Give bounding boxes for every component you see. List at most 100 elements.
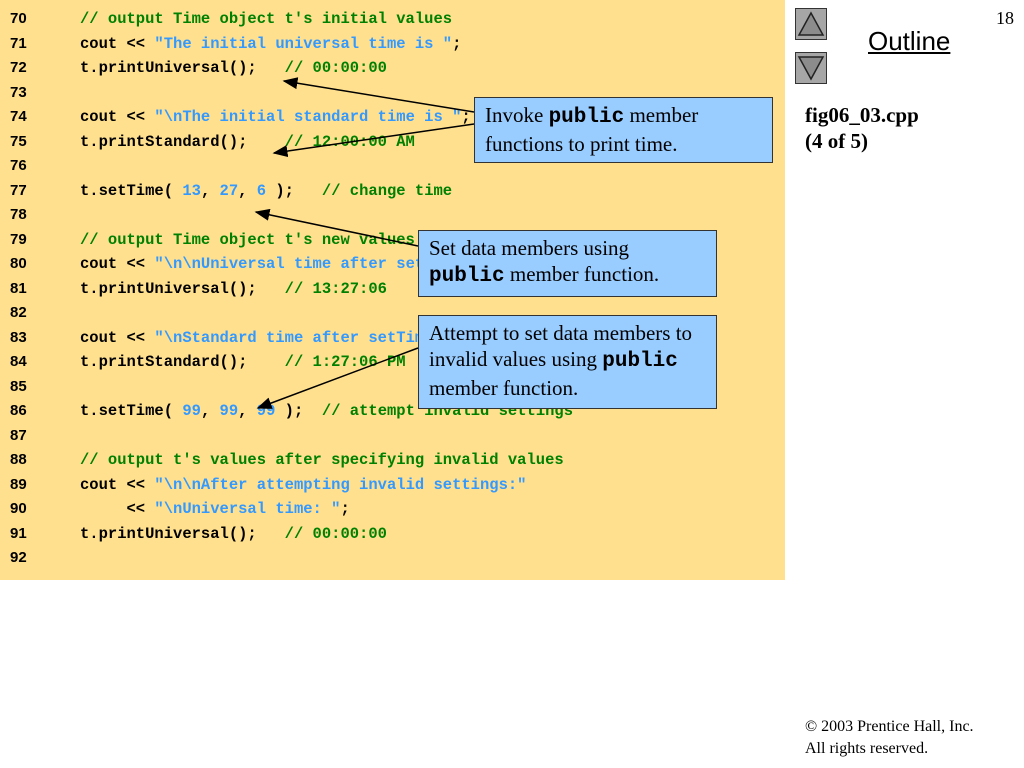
arrow-to-line-72	[282, 77, 475, 113]
code-line: 78	[0, 203, 785, 227]
arrow-to-line-77	[254, 208, 419, 247]
code-comment: // output t's values after specifying in…	[80, 451, 564, 469]
figure-file-name: fig06_03.cpp	[805, 103, 919, 127]
line-number: 90	[10, 500, 27, 517]
figure-caption: fig06_03.cpp (4 of 5)	[805, 102, 919, 154]
triangle-up-icon	[797, 11, 825, 36]
code-token: cout <<	[80, 108, 155, 126]
code-text: t.printStandard(); // 1:27:06 PM	[80, 350, 406, 374]
line-number: 72	[10, 59, 27, 76]
code-token: t.printStandard();	[80, 132, 285, 151]
line-number: 87	[10, 426, 27, 444]
callout-arrows	[254, 77, 475, 409]
code-string: "The initial universal time is "	[154, 34, 453, 53]
code-token: t.setTime(	[80, 181, 183, 200]
code-number: 99	[182, 402, 201, 420]
line-number: 79	[10, 230, 27, 248]
callout-text: member function.	[504, 262, 660, 286]
code-token: t.setTime(	[80, 402, 183, 420]
callout-set-data-members: Set data members using public member fun…	[418, 230, 717, 297]
line-number: 73	[10, 83, 27, 101]
line-number: 76	[10, 157, 27, 174]
code-text: cout << "The initial universal time is "…	[80, 32, 461, 56]
callout-text: Attempt to set data members to invalid v…	[429, 321, 693, 371]
code-token: <<	[80, 500, 155, 518]
code-line: 89 cout << "\n\nAfter attempting invalid …	[0, 473, 785, 497]
code-text: t.printUniversal(); // 13:27:06	[80, 277, 387, 301]
code-line: 72 t.printUniversal(); // 00:00:00	[0, 56, 785, 80]
code-text: // output Time object t's initial values	[80, 7, 452, 31]
copyright-line: © 2003 Prentice Hall, Inc.	[805, 718, 974, 735]
line-number: 80	[10, 255, 27, 272]
callout-keyword: public	[602, 350, 678, 373]
code-line: 88 // output t's values after specifying …	[0, 448, 785, 472]
code-token: ,	[200, 181, 220, 200]
code-comment: // 00:00:00	[284, 524, 387, 543]
line-number: 71	[10, 34, 27, 52]
code-line: 74 cout << "\nThe initial standard time i…	[0, 105, 785, 129]
code-line: 70 // output Time object t's initial valu…	[0, 7, 785, 31]
previous-slide-button[interactable]	[795, 8, 827, 40]
outline-link[interactable]: Outline	[868, 26, 951, 56]
code-comment: // change time	[321, 181, 453, 200]
line-number: 88	[10, 451, 27, 468]
callout-text: member function.	[429, 376, 579, 400]
callout-text: member functions to print time.	[485, 103, 699, 156]
code-text: t.printUniversal(); // 00:00:00	[80, 522, 387, 546]
line-number: 74	[10, 108, 27, 125]
code-line: 75t.printStandard(); // 12:00:00 AM	[0, 130, 785, 154]
code-token: t.printUniversal();	[80, 59, 285, 77]
code-token: t.printStandard();	[80, 353, 285, 371]
code-text: cout << "\nThe initial standard time is …	[80, 105, 471, 129]
line-number: 70	[10, 10, 27, 27]
code-text: // output t's values after specifying in…	[80, 448, 564, 472]
code-text: t.setTime( 13, 27, 6 ); // change time	[80, 179, 452, 203]
code-token: );	[266, 181, 322, 200]
code-line: 82	[0, 301, 785, 325]
code-line: 85	[0, 375, 785, 399]
code-comment: // output Time object t's initial values	[80, 10, 453, 28]
line-number: 83	[10, 328, 27, 346]
code-line: 76	[0, 154, 785, 178]
code-token: ;	[452, 34, 462, 53]
code-line: 90 << "\nUniversal time: ";	[0, 497, 785, 521]
code-line: 87	[0, 424, 785, 448]
arrow-to-line-86	[256, 347, 419, 409]
code-token: t.printUniversal();	[80, 524, 285, 543]
code-token: ,	[238, 402, 257, 420]
next-slide-button[interactable]	[795, 52, 827, 84]
code-line: 84 t.printStandard(); // 1:27:06 PM	[0, 350, 785, 374]
figure-part: (4 of 5)	[805, 129, 868, 153]
callout-text: Invoke	[485, 103, 549, 127]
code-line: 71 cout << "The initial universal time is…	[0, 32, 785, 56]
code-text: t.printUniversal(); // 00:00:00	[80, 56, 387, 80]
triangle-down-icon	[797, 56, 825, 81]
callout-keyword: public	[548, 106, 625, 129]
line-number: 89	[10, 475, 27, 493]
code-text: t.printStandard(); // 12:00:00 AM	[80, 130, 415, 154]
code-token: cout <<	[80, 475, 155, 494]
code-token: );	[275, 402, 322, 420]
code-number: 6	[256, 181, 267, 200]
code-string: "\n\nAfter attempting invalid settings:"	[154, 475, 527, 494]
code-line: 92	[0, 546, 785, 570]
line-number: 78	[10, 206, 27, 223]
code-token: t.printUniversal();	[80, 279, 285, 298]
code-comment: // 1:27:06 PM	[284, 353, 406, 371]
code-text: cout << "\n\nAfter attempting invalid se…	[80, 473, 526, 497]
line-number: 82	[10, 304, 27, 321]
code-text: cout << "\nStandard time after setTime i…	[80, 326, 489, 350]
line-number: 85	[10, 377, 27, 395]
code-token: ;	[461, 108, 471, 126]
code-number: 13	[182, 181, 201, 200]
code-token: cout <<	[80, 328, 155, 347]
code-string: "\nUniversal time: "	[154, 500, 341, 518]
code-comment: // 00:00:00	[284, 59, 387, 77]
line-number: 84	[10, 353, 27, 370]
line-number: 77	[10, 181, 27, 199]
code-token: ;	[340, 500, 350, 518]
code-token: ,	[238, 181, 257, 200]
callout-keyword: public	[429, 265, 505, 288]
